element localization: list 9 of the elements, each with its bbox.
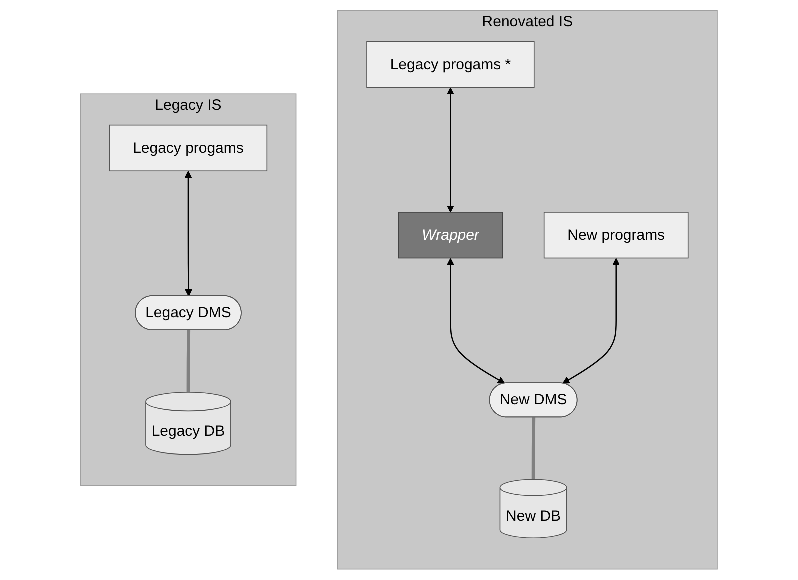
arrow (184, 171, 192, 297)
arrow (446, 258, 506, 384)
node-box: New programs (544, 212, 689, 259)
arrow (446, 88, 454, 213)
arrow (562, 258, 620, 384)
connector (532, 418, 536, 480)
connector (186, 330, 190, 392)
node-box: Legacy progams * (366, 41, 535, 88)
node-box: Legacy progams (109, 124, 268, 172)
